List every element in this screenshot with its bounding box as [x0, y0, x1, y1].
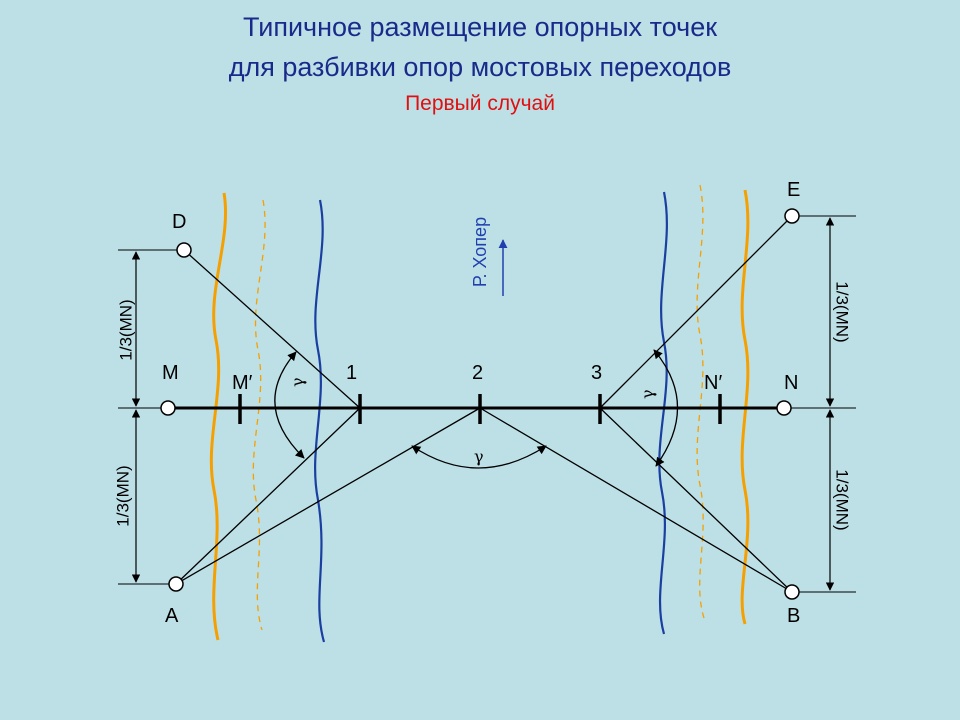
label-n: N — [784, 372, 798, 394]
point-a-marker — [168, 576, 184, 592]
angle-arc-point-3 — [653, 349, 679, 467]
label-e: E — [787, 179, 800, 201]
river-name-label: Р. Хопер — [470, 217, 490, 287]
slide-title-line-2: для разбивки опор мостовых переходов — [228, 52, 732, 82]
sight-line-d-1 — [183, 249, 361, 409]
point-e-marker — [784, 208, 800, 224]
left-water-edge — [314, 199, 326, 643]
label-n-prime: N′ — [704, 372, 722, 394]
point-b-marker — [784, 584, 800, 600]
slide-subtitle: Первый случай — [405, 92, 555, 115]
sight-line-a-1 — [175, 407, 361, 585]
label-b: B — [787, 605, 800, 627]
label-m-prime: M′ — [232, 372, 253, 394]
label-a: A — [165, 605, 179, 627]
dim-label-left-lower: 1/3(MN) — [114, 465, 133, 526]
angle-arc-point-1 — [274, 351, 305, 459]
sight-line-e-3 — [599, 215, 793, 409]
label-3: 3 — [591, 362, 602, 384]
angle-label-point-3: γ — [638, 389, 657, 399]
sight-line-b-3 — [599, 407, 793, 593]
angle-arc-point-2 — [411, 445, 547, 469]
slide-title-line-1: Типичное размещение опорных точек — [242, 12, 718, 42]
right-bank-dashed — [696, 184, 705, 619]
angle-label-point-1: γ — [288, 377, 307, 387]
point-n-marker — [776, 400, 792, 416]
point-d-marker — [176, 242, 192, 258]
sight-line-a-2 — [175, 407, 481, 585]
dim-label-right-lower: 1/3(MN) — [833, 469, 852, 530]
dim-label-left-upper: 1/3(MN) — [117, 299, 136, 360]
right-water-edge — [658, 191, 668, 635]
point-m-marker — [160, 400, 176, 416]
angle-label-point-2: γ — [474, 447, 484, 466]
label-2: 2 — [472, 362, 483, 384]
left-bank-dashed — [252, 199, 266, 631]
label-m: M — [162, 362, 179, 384]
sight-line-b-2 — [479, 407, 793, 593]
label-1: 1 — [346, 362, 357, 384]
dim-label-right-upper: 1/3(MN) — [833, 281, 852, 342]
left-bank-solid — [209, 192, 228, 641]
label-d: D — [172, 211, 186, 233]
